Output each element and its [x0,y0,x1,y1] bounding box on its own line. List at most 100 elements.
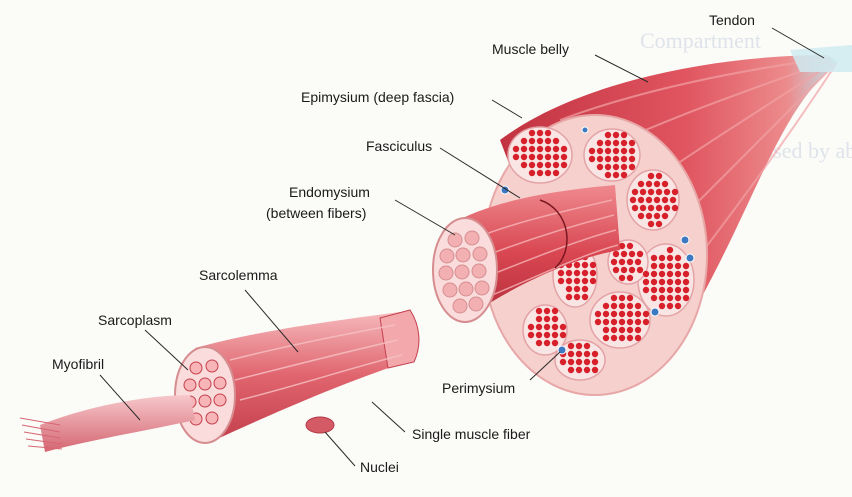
muscle-fiber-dot [513,146,519,152]
muscle-fiber-dot [675,303,681,309]
muscle-fiber-dot [646,213,652,219]
muscle-fiber-dot [632,189,638,195]
muscle-fiber-dot [592,367,598,373]
muscle-fiber-dot [621,172,627,178]
muscle-fiber-dot [544,324,550,330]
muscle-fiber-dot [621,251,627,257]
muscle-fiber-dot [574,262,580,268]
muscle-fiber-dot [664,205,670,211]
muscle-fiber-dot [589,148,595,154]
muscle-fiber-dot [529,146,535,152]
muscle-fiber-dot [648,173,654,179]
muscle-fiber-dot [619,275,625,281]
muscle-fiber-dot [613,172,619,178]
muscle-fiber-dot [566,286,572,292]
muscle-fiber-dot [574,278,580,284]
muscle-fiber-dot [595,311,601,317]
label-myofibril: Myofibril [52,356,104,373]
muscle-fiber-dot [683,263,689,269]
muscle-fiber-dot [552,316,558,322]
muscle-fiber-dot [521,146,527,152]
muscle-fiber-dot [529,170,535,176]
label-epimysium: Epimysium (deep fascia) [301,89,454,106]
muscle-fiber-dot [651,295,657,301]
muscle-fiber-dot [651,279,657,285]
muscle-fiber-dot [635,259,641,265]
muscle-fiber-dot [629,148,635,154]
muscle-fiber-dot [672,205,678,211]
label-endomysium: Endomysium [289,184,370,201]
muscle-fiber-dot [605,164,611,170]
muscle-fiber-dot [619,311,625,317]
muscle-fiber-dot [521,154,527,160]
muscle-fiber-dot [576,359,582,365]
muscle-fiber-dot [646,181,652,187]
muscle-fiber-dot [613,132,619,138]
muscle-fiber-dot [611,295,617,301]
muscle-fiber-dot [558,270,564,276]
muscle-fiber-dot [529,130,535,136]
muscle-fiber-dot [611,319,617,325]
muscle-fiber-dot [605,132,611,138]
muscle-fiber-dot [667,263,673,269]
muscle-fiber-dot [552,324,558,330]
muscle-fiber-dot [544,332,550,338]
muscle-fiber-dot [536,308,542,314]
muscle-fiber-dot [584,359,590,365]
muscle-fiber-dot [603,303,609,309]
muscle-fiber-dot [544,316,550,322]
muscle-fiber-dot [635,335,641,341]
muscle-fiber-dot [621,267,627,273]
nucleus-bump [306,417,334,433]
muscle-fiber-dot [627,243,633,249]
muscle-fiber-dot [629,140,635,146]
muscle-fiber-dot [536,316,542,322]
muscle-fiber-dot [568,351,574,357]
muscle-fiber-dot [640,189,646,195]
muscle-fiber-dot [675,287,681,293]
muscle-fiber-dot [592,351,598,357]
muscle-fiber-dot [667,303,673,309]
muscle-fiber-dot [544,308,550,314]
muscle-fiber-dot [643,311,649,317]
muscle-fiber-dot [553,138,559,144]
muscle-fiber-dot [659,279,665,285]
label-endomysium-sub: (between fibers) [266,205,366,222]
label-sarcoplasm: Sarcoplasm [98,312,172,329]
muscle-fiber-dot [592,359,598,365]
muscle-fiber-dot [619,335,625,341]
muscle-fiber-dot [643,279,649,285]
muscle-fiber-dot [667,287,673,293]
muscle-fiber-dot [621,148,627,154]
muscle-fiber-dot [568,367,574,373]
muscle-fiber-dot [545,130,551,136]
muscle-fiber-dot [637,267,643,273]
muscle-fiber-dot [643,271,649,277]
muscle-fiber-dot [576,343,582,349]
label-tendon: Tendon [709,12,755,29]
muscle-fiber-dot [613,148,619,154]
label-fasciculus: Fasciculus [366,138,432,155]
muscle-fiber-dot [513,154,519,160]
muscle-fiber-dot [621,164,627,170]
muscle-fiber-dot [683,271,689,277]
muscle-fiber-dot [568,359,574,365]
muscle-fiber-dot [558,278,564,284]
tendon-shape [790,45,852,72]
muscle-fiber-dot [590,278,596,284]
muscle-fiber-dot [611,335,617,341]
muscle-fiber-dot [619,319,625,325]
muscle-fiber-dot [582,286,588,292]
muscle-fiber-dot [646,197,652,203]
muscle-fiber-dot [638,197,644,203]
muscle-fiber-dot [582,270,588,276]
muscle-fiber-dot [629,267,635,273]
muscle-fiber-dot [627,327,633,333]
muscle-fiber-dot [629,164,635,170]
muscle-fiber-dot [640,205,646,211]
muscle-fiber-dot [627,335,633,341]
muscle-fiber-dot [521,138,527,144]
muscle-fiber-dot [662,197,668,203]
muscle-fiber-dot [574,270,580,276]
